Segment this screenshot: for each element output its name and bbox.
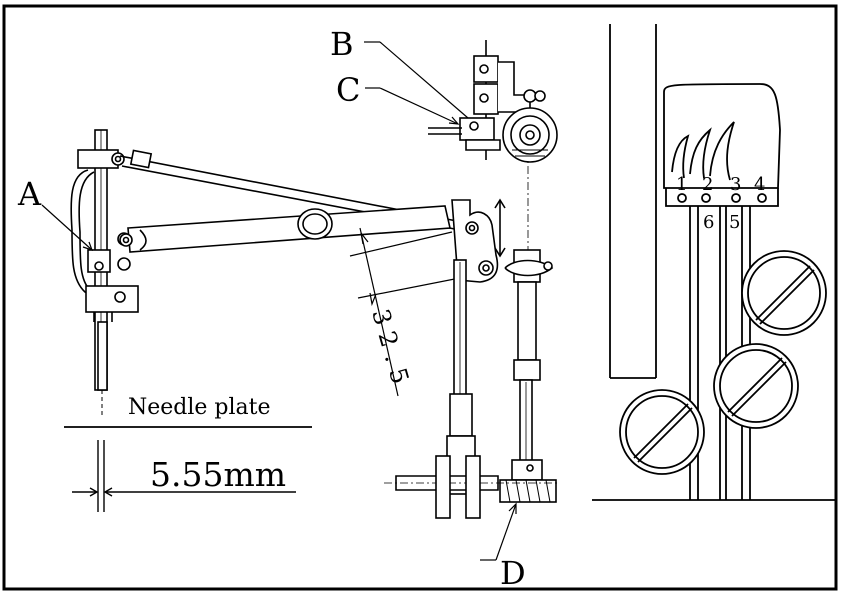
needle-plate-dimension <box>64 426 312 512</box>
label-c: C <box>336 71 360 109</box>
link-dimension-label: 3 2 . 5 <box>366 306 414 387</box>
label-d: D <box>500 554 526 592</box>
thread-guide-assembly <box>428 40 558 163</box>
guide-number-4: 4 <box>754 174 765 195</box>
guide-number-6: 6 <box>703 212 714 233</box>
label-a: A <box>17 175 42 213</box>
guide-number-2: 2 <box>702 174 713 195</box>
needle-plate-label: Needle plate <box>128 395 271 420</box>
guide-number-3: 3 <box>730 174 741 195</box>
looper-shaft-assembly <box>384 150 560 519</box>
gap-dimension-label: 5.55mm <box>150 455 286 494</box>
guide-number-1: 1 <box>676 174 687 195</box>
label-leaders <box>41 41 517 561</box>
label-b: B <box>330 25 354 63</box>
guide-number-5: 5 <box>729 212 740 233</box>
needle-bar-assembly <box>70 129 139 418</box>
thread-guide-detail <box>592 24 836 501</box>
diagram-frame <box>2 4 838 591</box>
link-rods <box>119 149 463 253</box>
